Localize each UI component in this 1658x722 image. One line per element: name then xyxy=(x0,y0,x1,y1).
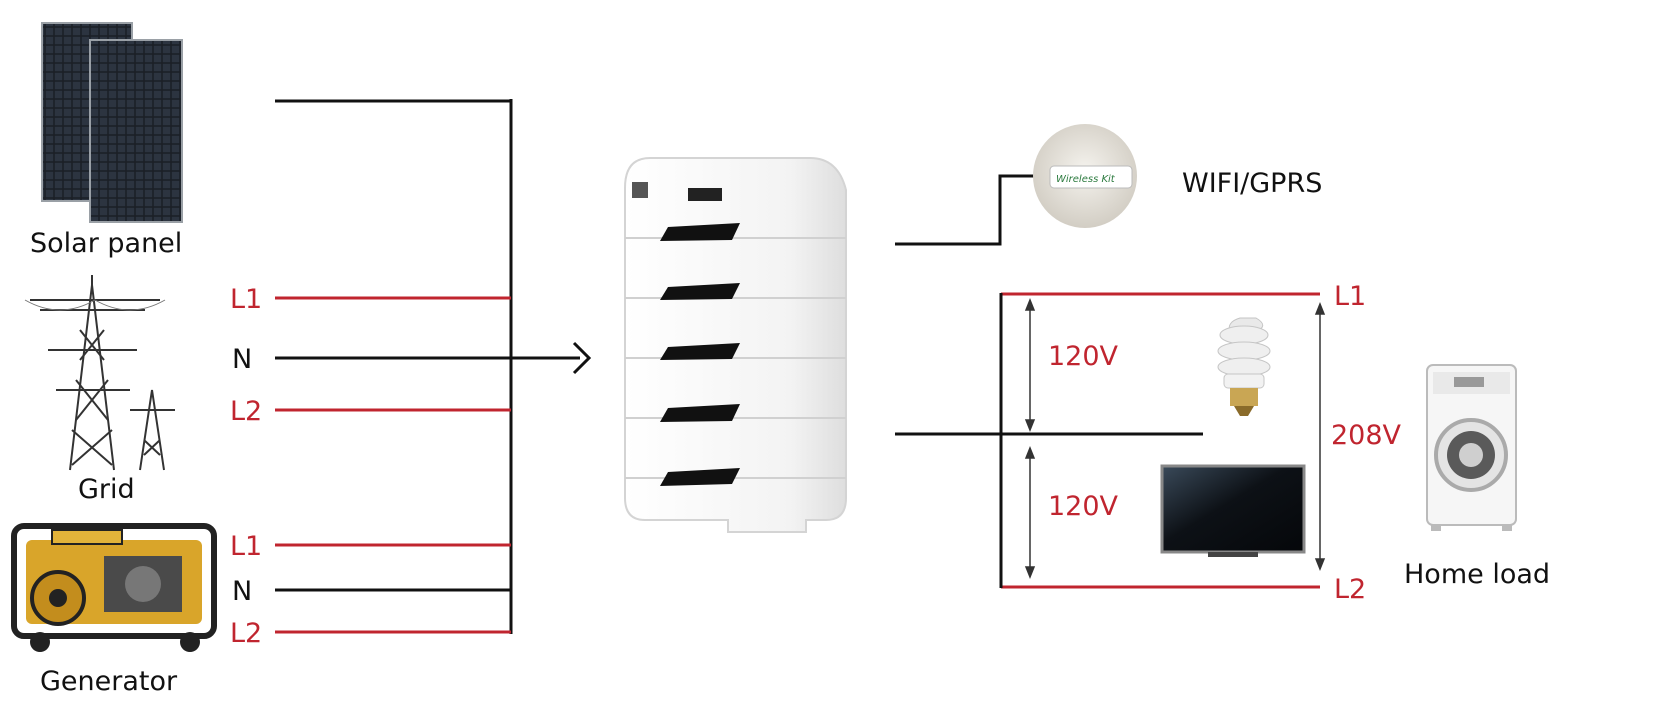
solar-panel-icon xyxy=(41,22,183,223)
wireless-wiring xyxy=(895,174,1044,246)
wireless-label: WIFI/GPRS xyxy=(1182,168,1322,199)
washing-machine-icon xyxy=(1426,364,1517,531)
grid-label: Grid xyxy=(78,474,135,505)
generator-line-l2-label: L2 xyxy=(230,618,262,649)
source-wiring xyxy=(275,99,592,634)
grid-line-n-label: N xyxy=(232,344,252,375)
generator-line-l1-label: L1 xyxy=(230,531,262,562)
load-line-l1-label: L1 xyxy=(1334,281,1366,312)
grid-line-l1-label: L1 xyxy=(230,284,262,315)
generator-label: Generator xyxy=(40,666,178,697)
load-wiring xyxy=(895,292,1320,589)
load-line-l2-label: L2 xyxy=(1334,574,1366,605)
home-load-label: Home load xyxy=(1404,559,1550,590)
wireless-kit-text: Wireless Kit xyxy=(1056,174,1116,185)
television-icon xyxy=(1160,464,1306,557)
voltage-bottom-label: 120V xyxy=(1048,491,1119,522)
generator-icon xyxy=(11,523,217,652)
generator-line-n-label: N xyxy=(232,576,252,607)
transmission-tower-icon xyxy=(24,275,175,471)
voltage-top-label: 120V xyxy=(1048,341,1119,372)
grid-line-l2-label: L2 xyxy=(230,396,262,427)
stacked-battery-inverter-icon xyxy=(624,157,847,533)
wireless-dongle-icon: Wireless Kit xyxy=(1033,124,1137,228)
voltage-arrows xyxy=(1024,297,1326,580)
solar-panel-label: Solar panel xyxy=(30,228,182,259)
light-bulb-icon xyxy=(1217,317,1271,416)
voltage-total-label: 208V xyxy=(1331,420,1402,451)
